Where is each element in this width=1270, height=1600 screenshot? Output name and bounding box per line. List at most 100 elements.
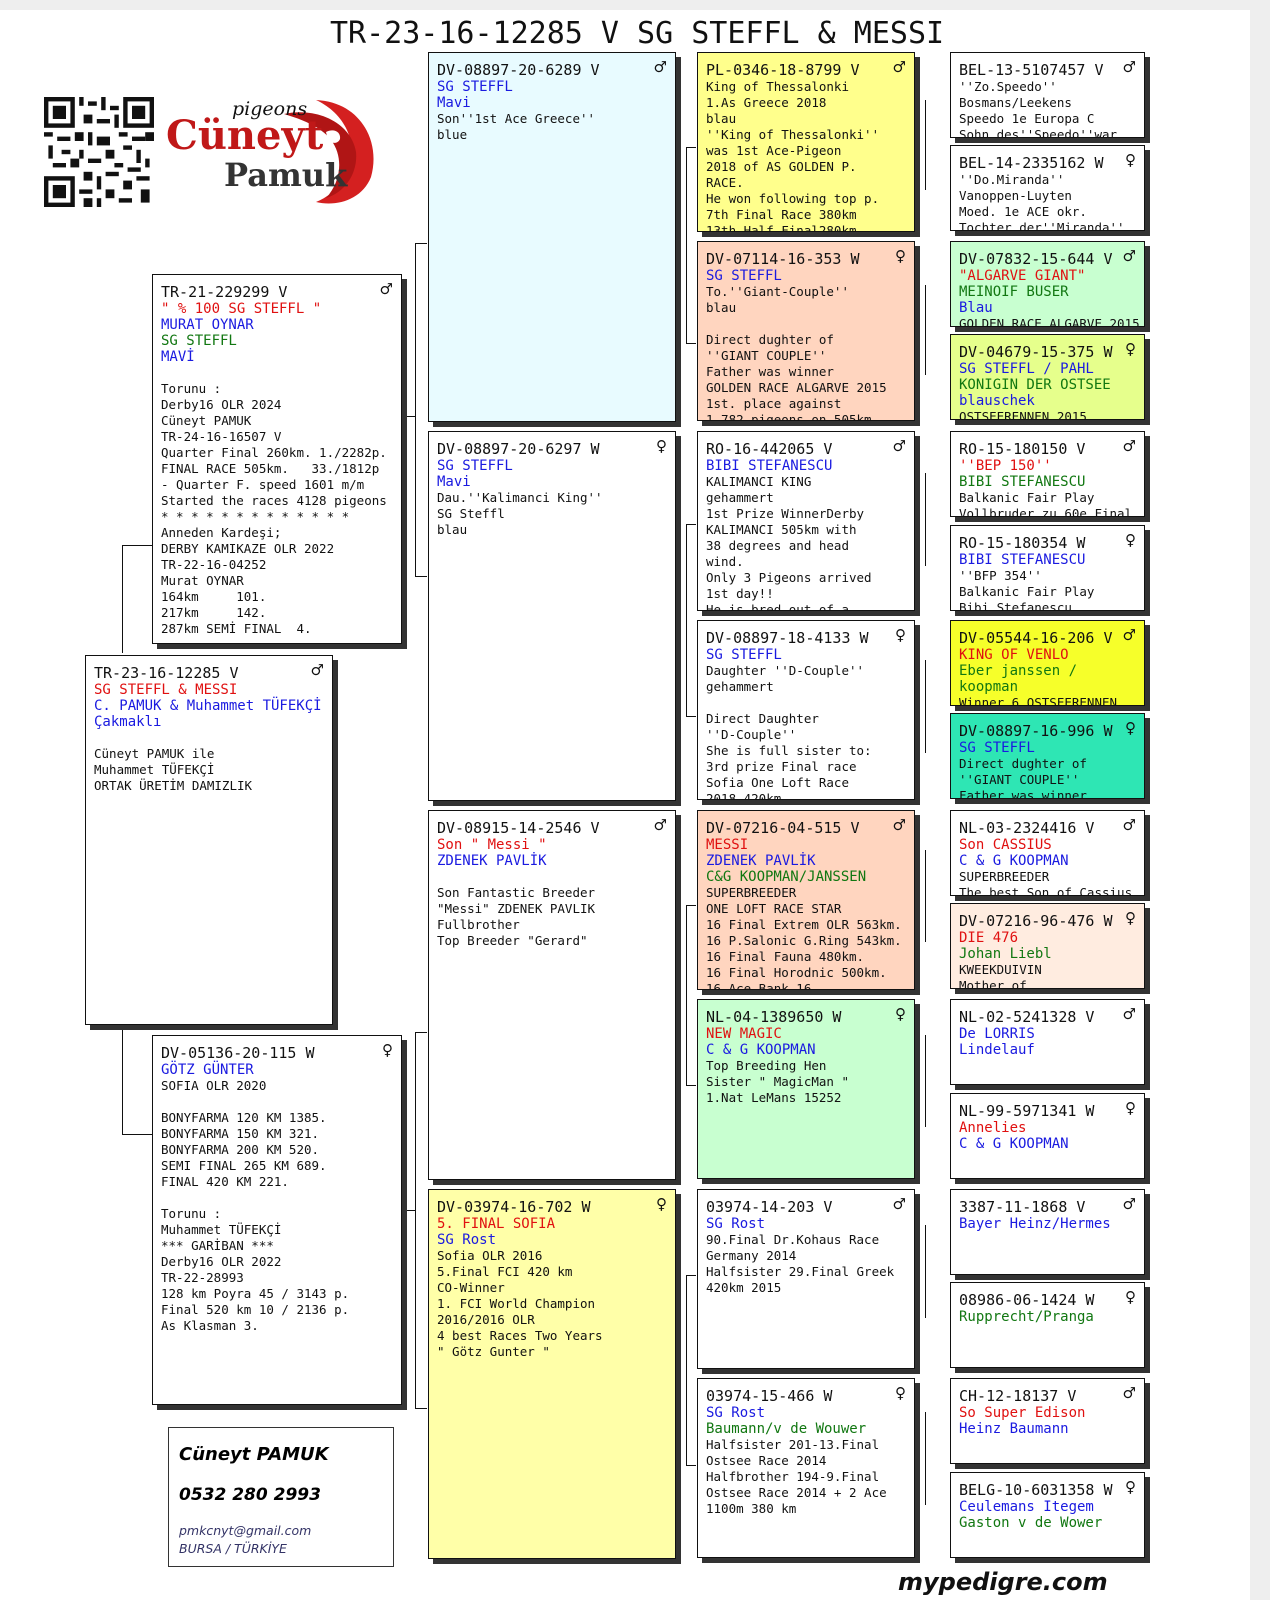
male-icon: ♂	[892, 437, 906, 455]
connector	[925, 285, 926, 375]
logo-name-1: Cüneyt	[166, 112, 324, 159]
contact-phone[interactable]: 0532 280 2993	[179, 1485, 321, 1505]
pigeon-info-line: 1st day!!	[706, 586, 774, 601]
pigeon-card-g4-2[interactable]: ♀BEL-14-2335162 W''Do.Miranda''Vanoppen-…	[950, 145, 1145, 231]
pigeon-info-line: FINAL 420 KM 221.	[161, 1174, 289, 1189]
pigeon-info-line: C. PAMUK & Muhammet TÜFEKÇİ	[94, 698, 322, 714]
pigeon-info-line: BONYFARMA 200 KM 520.	[161, 1142, 320, 1157]
pigeon-info-line: Torunu :	[161, 1206, 222, 1221]
male-icon: ♂	[1122, 1005, 1136, 1023]
pigeon-info-line: 1100m 380 km	[706, 1501, 797, 1516]
pigeon-info-line: SG STEFFL	[437, 458, 513, 474]
pigeon-info-line: blau	[706, 111, 737, 126]
connector	[686, 524, 696, 525]
pigeon-info-line: Daughter ''D-Couple''	[706, 663, 865, 678]
ring-number: BEL-13-5107457 V	[959, 61, 1104, 79]
pigeon-info-line: SG STEFFL	[706, 268, 782, 284]
connector	[686, 147, 696, 148]
female-icon: ♀	[1125, 1288, 1136, 1306]
pigeon-info-line: MURAT OYNAR	[161, 317, 254, 333]
pigeon-info-line: SG Steffl	[437, 506, 505, 521]
pigeon-info-line: 90.Final Dr.Kohaus Race	[706, 1232, 880, 1247]
pigeon-card-g4-5[interactable]: ♂RO-15-180150 V''BEP 150''BIBI STEFANESC…	[950, 431, 1145, 517]
site-watermark[interactable]: mypedigre.com	[898, 1568, 1108, 1596]
ring-number: PL-0346-18-8799 V	[706, 61, 860, 79]
pigeon-info-line: BONYFARMA 150 KM 321.	[161, 1126, 320, 1141]
pigeon-info-line: Muhammet TÜFEKÇİ	[161, 1222, 282, 1237]
ring-number: DV-05544-16-206 V	[959, 629, 1113, 647]
pigeon-info-line: ZDENEK PAVLİK	[437, 853, 547, 869]
connector	[686, 1085, 696, 1086]
pigeon-info-line: BONYFARMA 120 KM 1385.	[161, 1110, 327, 1125]
female-icon: ♀	[1125, 1478, 1136, 1496]
female-icon: ♀	[1125, 1099, 1136, 1117]
ring-number: NL-03-2324416 V	[959, 819, 1095, 837]
pigeon-info-line: ''King of Thessalonki''	[706, 127, 880, 142]
ring-number: DV-03974-16-702 W	[437, 1198, 591, 1216]
connector	[415, 576, 427, 577]
pigeon-info-line	[161, 1094, 393, 1110]
pigeon-info-line: C & G KOOPMAN	[959, 1136, 1069, 1152]
pigeon-card-sibling[interactable]: ♂TR-21-229299 V" % 100 SG STEFFL "MURAT …	[152, 274, 402, 644]
pigeon-info-line: ''BFP 354''	[959, 568, 1042, 583]
pigeon-info-line: Mavi	[437, 474, 471, 490]
ring-number: 03974-15-466 W	[706, 1387, 833, 1405]
contact-email[interactable]: pmkcnyt@gmail.com	[179, 1523, 312, 1538]
ring-number: DV-05136-20-115 W	[161, 1044, 315, 1062]
contact-city: BURSA / TÜRKİYE	[179, 1541, 287, 1556]
connector	[925, 1035, 926, 1127]
pigeon-card-g4-1[interactable]: ♂BEL-13-5107457 V''Zo.Speedo''Bosmans/Le…	[950, 52, 1145, 138]
male-icon: ♂	[892, 816, 906, 834]
pigeon-info-line: 1.782 pigeons on 505km	[706, 412, 872, 421]
pigeon-info-line: TR-22-28993	[161, 1270, 244, 1285]
pigeon-info-line: Muhammet TÜFEKÇİ	[94, 762, 215, 777]
pigeon-info-line: 16 Final Horodnic 500km.	[706, 965, 887, 980]
pigeon-info-line: was 1st Ace-Pigeon	[706, 143, 842, 158]
connector	[686, 905, 687, 1085]
female-icon: ♀	[1125, 531, 1136, 549]
pigeon-info-line: gehammert	[706, 490, 774, 505]
pigeon-info-line: KONIGIN DER OSTSEE	[959, 377, 1111, 393]
pigeon-info-line: Ostsee Race 2014 + 2 Ace	[706, 1485, 887, 1500]
male-icon: ♂	[1122, 1195, 1136, 1213]
pigeon-info-line: Torunu :	[161, 381, 222, 396]
connector	[686, 524, 687, 716]
pigeon-info-line: Bayer Heinz/Hermes	[959, 1216, 1111, 1232]
connector	[686, 147, 687, 343]
ring-number: DV-04679-15-375 W	[959, 343, 1113, 361]
pigeon-info-line: Halfsister 29.Final Greek	[706, 1264, 895, 1279]
female-icon: ♀	[895, 247, 906, 265]
ring-number: NL-99-5971341 W	[959, 1102, 1095, 1120]
pigeon-info-line: Johan Liebl	[959, 946, 1052, 962]
pigeon-card-g4-3[interactable]: ♂DV-07832-15-644 V"ALGARVE GIANT"MEINOIF…	[950, 241, 1145, 327]
pigeon-info-line: Final 520 km 10 / 2136 p.	[161, 1302, 350, 1317]
ring-number: DV-08915-14-2546 V	[437, 819, 600, 837]
contact-name: Cüneyt PAMUK	[179, 1444, 329, 1465]
